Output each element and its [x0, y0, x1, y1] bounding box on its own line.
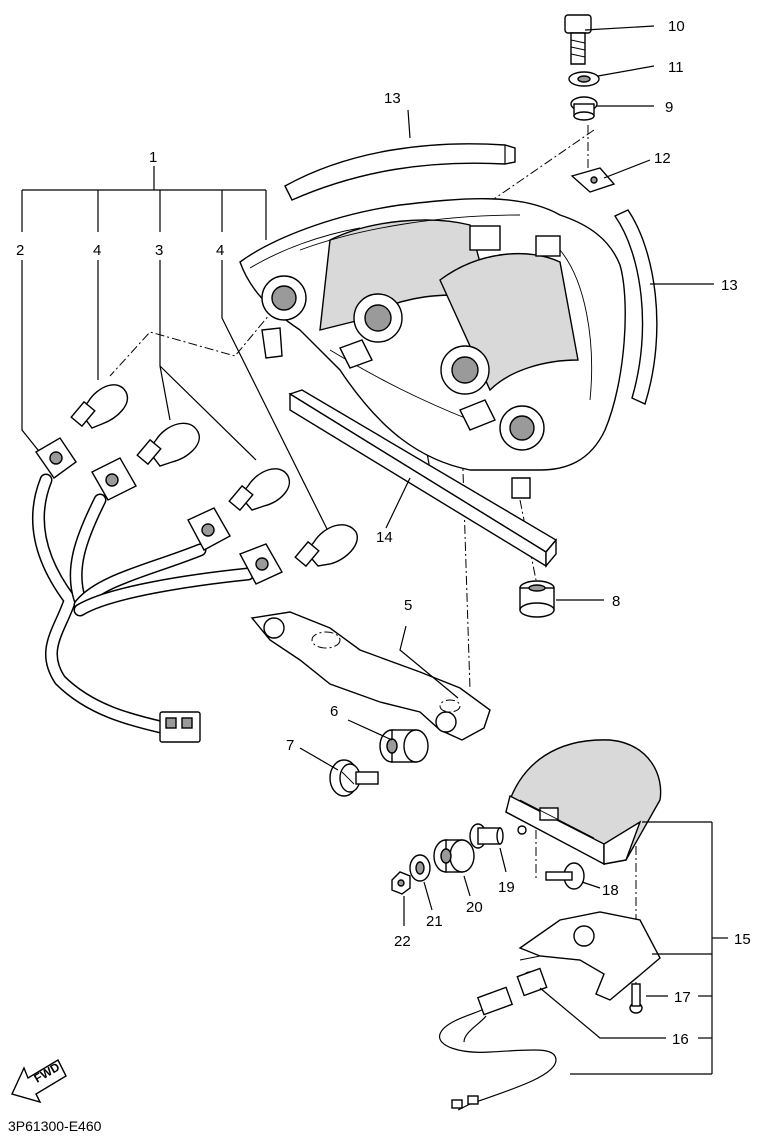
- callout-13-upper: 13: [384, 90, 401, 107]
- nut-part-22: [391, 871, 411, 895]
- leader-lines-right: [299, 25, 728, 1075]
- collar-part-6: [379, 729, 429, 763]
- callout-19: 19: [498, 879, 515, 896]
- license-light-bracket: [518, 911, 661, 1001]
- callout-16: 16: [672, 1031, 689, 1048]
- bracket-part-5: [250, 611, 491, 741]
- callout-15: 15: [734, 931, 751, 948]
- tail-light-housing: [239, 197, 626, 499]
- license-light-housing: [505, 739, 662, 866]
- socket-wire: [439, 986, 557, 1111]
- bulb-part-4-upper: [70, 384, 129, 429]
- grommet-part-20: [433, 839, 475, 873]
- bulb-part-3b: [228, 468, 291, 512]
- callout-2: 2: [16, 242, 24, 259]
- callout-5: 5: [404, 597, 412, 614]
- collar-part-9: [570, 96, 598, 121]
- bulb-socket-part-16: [516, 967, 548, 997]
- callout-21: 21: [426, 913, 443, 930]
- callout-11: 11: [668, 59, 684, 76]
- callout-9: 9: [665, 99, 673, 116]
- callout-17: 17: [674, 989, 691, 1006]
- bulb-part-4-lower: [294, 524, 358, 568]
- wiring-harness: [31, 437, 283, 743]
- screw-part-17: [629, 983, 643, 1014]
- callout-labels: 1 2 4 3 4 13 13 10 11 9 12 14 8 5 6 7 19…: [16, 18, 751, 1048]
- bolt-part-10: [564, 14, 592, 65]
- callout-3: 3: [155, 242, 163, 259]
- callout-13-right: 13: [721, 277, 738, 294]
- screw-part-7: [329, 759, 379, 797]
- callout-10: 10: [668, 18, 685, 35]
- washer-part-11: [568, 71, 600, 87]
- bolt-part-19: [469, 823, 504, 849]
- callout-6: 6: [330, 703, 338, 720]
- callout-4b: 4: [216, 242, 224, 259]
- callout-1-bracket: [21, 166, 267, 240]
- callout-8: 8: [612, 593, 620, 610]
- bulb-part-3: [136, 422, 200, 467]
- nut-clip-part-12: [570, 167, 616, 193]
- callout-20: 20: [466, 899, 483, 916]
- callout-1: 1: [149, 149, 157, 166]
- washer-part-21: [409, 854, 431, 882]
- callout-12: 12: [654, 150, 671, 167]
- rail-strip-upper: [284, 143, 516, 201]
- callout-22: 22: [394, 933, 411, 950]
- callout-18: 18: [602, 882, 619, 899]
- rubber-strip-lower: [288, 389, 558, 568]
- rail-strip-right: [613, 209, 658, 405]
- fwd-arrow-icon: FWD: [11, 1059, 67, 1104]
- callout-4a: 4: [93, 242, 101, 259]
- callout-14: 14: [376, 529, 393, 546]
- diagram-code: 3P61300-E460: [8, 1118, 102, 1134]
- grommet-part-8: [519, 580, 555, 618]
- leader-lines-bulbs: [21, 260, 331, 536]
- screw-part-18: [545, 862, 585, 890]
- callout-7: 7: [286, 737, 294, 754]
